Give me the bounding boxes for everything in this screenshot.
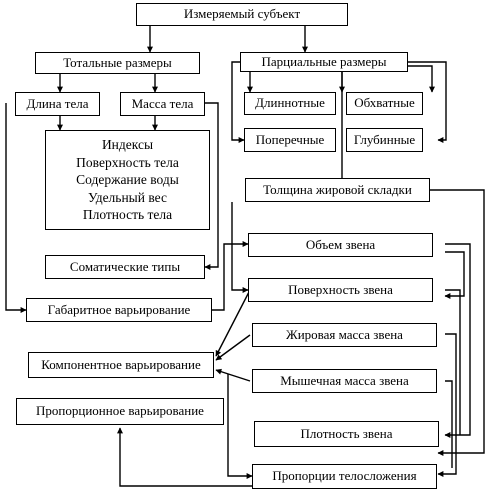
- indices-item: Содержание воды: [76, 172, 179, 188]
- node-segment-fat-mass: Жировая масса звена: [252, 323, 437, 347]
- node-skinfold: Толщина жировой складки: [245, 178, 430, 202]
- indices-item: Поверхность тела: [76, 154, 179, 170]
- indices-item: Удельный вес: [88, 189, 167, 205]
- indices-item: Плотность тела: [82, 207, 173, 223]
- node-subject: Измеряемый субъект: [136, 3, 348, 26]
- node-overall-variation: Габаритное варьирование: [26, 298, 212, 322]
- node-longitudinal: Длиннотные: [244, 92, 336, 115]
- node-segment-volume: Объем звена: [248, 233, 433, 257]
- node-proportional-variation: Пропорционное варьирование: [16, 398, 224, 425]
- node-body-proportions: Пропорции телосложения: [252, 464, 437, 489]
- node-depth: Глубинные: [346, 128, 423, 152]
- node-segment-muscle-mass: Мышечная масса звена: [252, 369, 437, 393]
- node-body-length: Длина тела: [15, 92, 100, 116]
- node-segment-density: Плотность звена: [254, 421, 439, 447]
- node-partial-sizes: Парциальные размеры: [240, 52, 408, 72]
- node-transverse: Поперечные: [244, 128, 336, 152]
- indices-item: Индексы: [101, 137, 154, 153]
- node-somatic-types: Соматические типы: [45, 255, 205, 279]
- node-segment-surface: Поверхность звена: [248, 278, 433, 302]
- node-component-variation: Компонентное варьирование: [28, 352, 214, 378]
- node-indices-list: Индексы Поверхность тела Содержание воды…: [45, 130, 210, 230]
- node-total-sizes: Тотальные размеры: [35, 52, 200, 74]
- node-body-mass: Масса тела: [120, 92, 205, 116]
- node-girth: Обхватные: [346, 92, 423, 115]
